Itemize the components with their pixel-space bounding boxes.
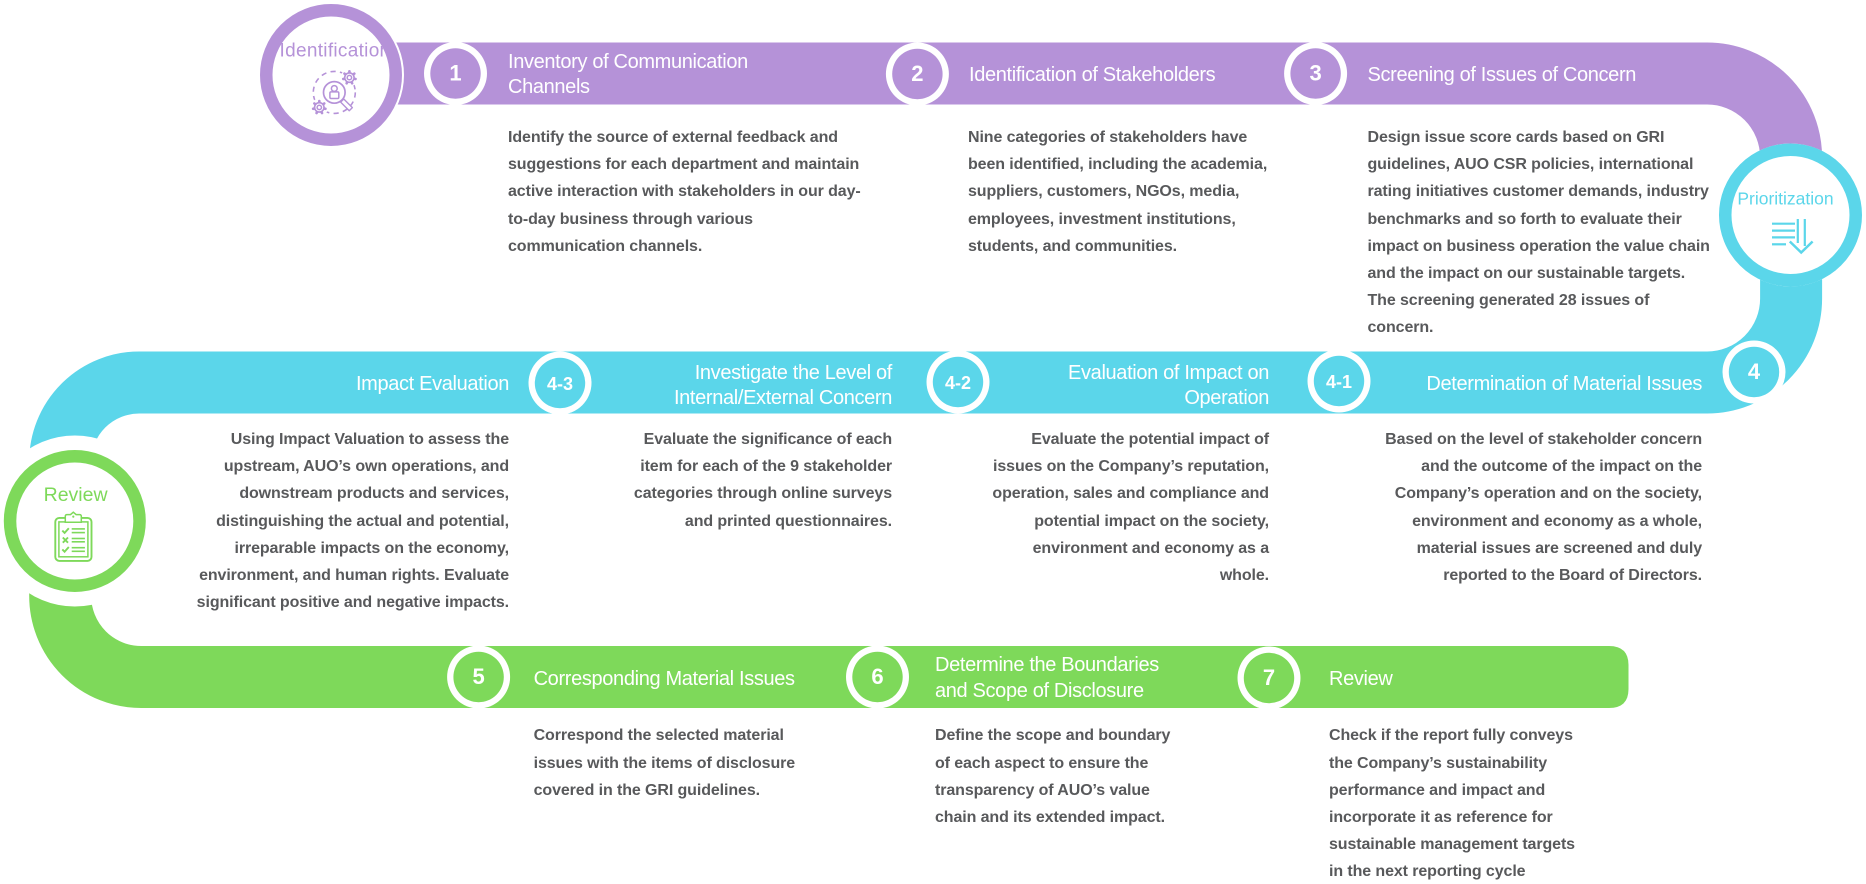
svg-text:Review: Review (44, 484, 109, 506)
svg-text:4-3: 4-3 (547, 374, 573, 394)
svg-text:4-2: 4-2 (945, 373, 971, 393)
svg-text:5: 5 (472, 664, 484, 689)
svg-text:3: 3 (1309, 61, 1321, 86)
svg-text:2: 2 (911, 61, 923, 86)
svg-text:7: 7 (1263, 665, 1275, 690)
svg-text:4: 4 (1748, 359, 1761, 384)
svg-text:1: 1 (449, 61, 461, 86)
svg-text:6: 6 (871, 664, 883, 689)
svg-text:Prioritization: Prioritization (1737, 189, 1833, 209)
svg-text:4-1: 4-1 (1326, 372, 1352, 392)
svg-text:Identification: Identification (280, 41, 391, 62)
